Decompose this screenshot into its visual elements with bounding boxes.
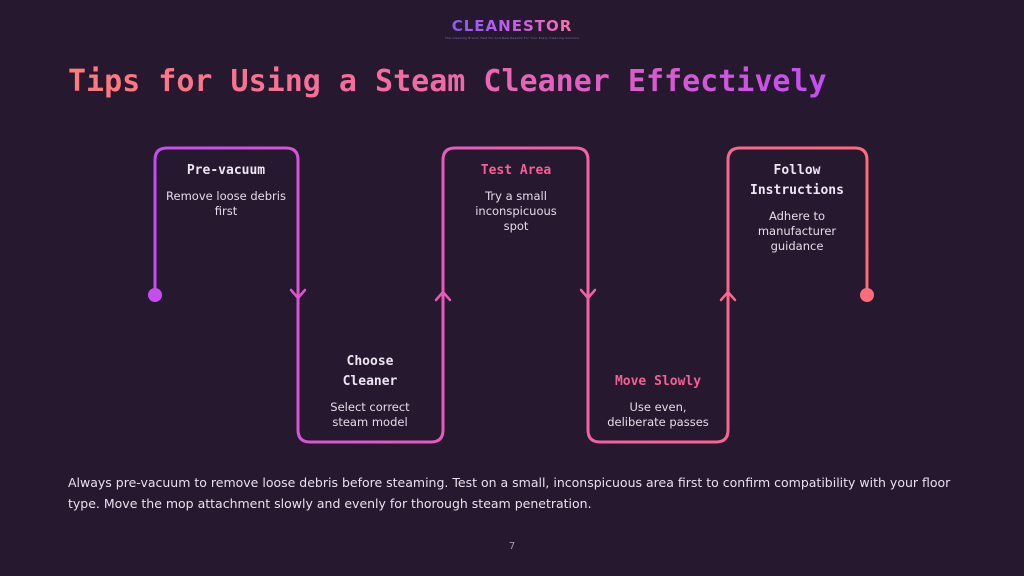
flow-line bbox=[153, 146, 869, 444]
step-description: Remove loose debris first bbox=[166, 189, 286, 218]
step-move-slowly: Move Slowly Use even, deliberate passes bbox=[593, 372, 723, 430]
logo-tagline: The Cleaning Brand: Fast Fix And Real Re… bbox=[444, 36, 579, 40]
arrow-down-icon bbox=[579, 288, 597, 300]
step-title: Choose Cleaner bbox=[342, 354, 398, 389]
step-description: Adhere to manufacturer guidance bbox=[757, 209, 837, 253]
logo-wordmark: CLEANESTOR bbox=[451, 17, 573, 35]
arrow-up-icon bbox=[719, 290, 737, 302]
step-pre-vacuum: Pre-vacuum Remove loose debris first bbox=[161, 161, 291, 219]
brand-logo: CLEANESTOR The Cleaning Brand: Fast Fix … bbox=[0, 16, 1024, 40]
flow-start-dot bbox=[148, 288, 162, 302]
arrow-down-icon bbox=[289, 288, 307, 300]
step-description: Try a small inconspicuous spot bbox=[475, 189, 557, 233]
arrow-up-icon bbox=[434, 290, 452, 302]
step-description: Select correct steam model bbox=[330, 400, 410, 429]
step-follow-instructions: Follow Instructions Adhere to manufactur… bbox=[732, 161, 862, 254]
step-title: Pre-vacuum bbox=[186, 163, 266, 178]
flow-end-dot bbox=[860, 288, 874, 302]
page-title: Tips for Using a Steam Cleaner Effective… bbox=[68, 64, 827, 99]
step-test-area: Test Area Try a small inconspicuous spot bbox=[451, 161, 581, 234]
step-choose-cleaner: Choose Cleaner Select correct steam mode… bbox=[305, 352, 435, 430]
step-title: Move Slowly bbox=[614, 374, 702, 389]
summary-paragraph: Always pre-vacuum to remove loose debris… bbox=[68, 475, 951, 511]
step-description: Use even, deliberate passes bbox=[607, 400, 709, 429]
step-title: Follow Instructions bbox=[750, 163, 844, 198]
page-number: 7 bbox=[508, 541, 516, 552]
step-title: Test Area bbox=[480, 163, 552, 178]
